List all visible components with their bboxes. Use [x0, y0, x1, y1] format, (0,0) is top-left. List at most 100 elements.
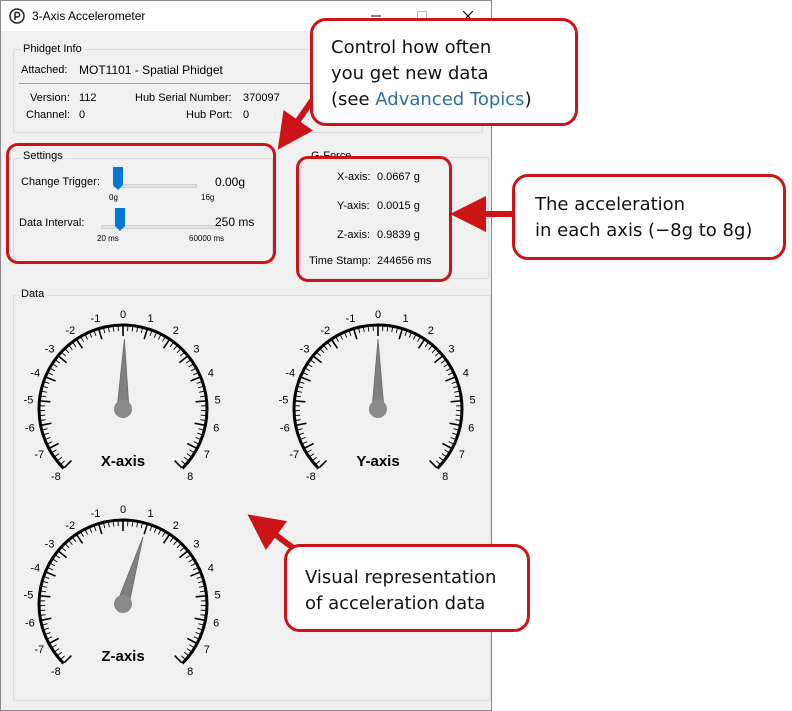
- info-separator: [19, 83, 481, 84]
- gauge-tick-label: -5: [279, 395, 289, 407]
- gauge-minor-tick: [298, 432, 304, 436]
- gauge-tick-label: -8: [51, 471, 61, 481]
- gauge-minor-tick: [176, 543, 181, 549]
- gauge-major-tick: [63, 655, 72, 664]
- gauge-minor-tick: [181, 460, 186, 465]
- gauge-minor-tick: [42, 428, 48, 431]
- advanced-topics-link[interactable]: Advanced Topics: [375, 89, 525, 110]
- gauge-minor-tick: [297, 386, 304, 389]
- gauge-minor-tick: [295, 419, 301, 421]
- gauge-minor-tick: [40, 395, 47, 398]
- gauge-major-tick: [98, 524, 103, 535]
- interval-callout-suffix: ): [524, 89, 532, 110]
- attached-value: MOT1101 - Spatial Phidget: [79, 63, 223, 77]
- gauge-minor-tick: [434, 352, 440, 357]
- gauge-minor-tick: [197, 581, 204, 584]
- gauge-major-tick: [194, 617, 205, 621]
- gauge-minor-tick: [162, 532, 166, 537]
- gauge-minor-tick: [199, 585, 205, 588]
- gauge-tick-label: 3: [193, 344, 199, 356]
- gauge-major-tick: [76, 534, 84, 544]
- gauge-tick-label: -5: [24, 395, 34, 407]
- gauge-major-tick: [301, 376, 311, 382]
- gauge-minor-tick: [107, 522, 110, 528]
- gauge-minor-tick: [45, 632, 51, 635]
- gauge-minor-tick: [61, 352, 67, 357]
- change-trigger-slider[interactable]: [113, 167, 123, 190]
- gauge-arc: [292, 323, 464, 470]
- gauge-minor-tick: [55, 359, 61, 364]
- gauge-major-tick: [40, 400, 51, 403]
- gauge-minor-tick: [183, 456, 189, 461]
- gauge-tick-label: 5: [214, 590, 220, 602]
- gauge-minor-tick: [199, 395, 206, 398]
- visual-callout-line1: Visual representation: [305, 567, 497, 588]
- gauge-minor-tick: [43, 627, 49, 631]
- gauge-minor-tick: [452, 432, 458, 436]
- gauge-minor-tick: [55, 554, 61, 559]
- gauge-minor-tick: [89, 527, 93, 533]
- gauge-minor-tick: [316, 352, 322, 357]
- gauge-tick-label: 5: [214, 395, 220, 407]
- gauge-tick-label: -1: [346, 313, 356, 325]
- gauge-minor-tick: [190, 368, 196, 372]
- gauge-minor-tick: [417, 337, 421, 342]
- gauge-minor-tick: [200, 419, 206, 421]
- gauge-tick-label: 8: [187, 666, 193, 676]
- gauge-minor-tick: [47, 441, 53, 445]
- gauge-major-tick: [195, 400, 206, 403]
- gauge-minor-tick: [50, 563, 56, 567]
- gauge-minor-tick: [93, 525, 97, 531]
- gauge-tick-label: 2: [173, 520, 179, 532]
- gauge-major-tick: [178, 355, 188, 364]
- gauge-minor-tick: [60, 655, 65, 660]
- gauge-major-tick: [174, 655, 183, 664]
- gauge-minor-tick: [176, 348, 181, 354]
- gauge-minor-tick: [199, 590, 206, 593]
- data-interval-value: 250 ms: [215, 215, 255, 229]
- minimize-icon: [371, 15, 381, 17]
- gauge-minor-tick: [140, 328, 143, 334]
- gauge-major-tick: [449, 422, 460, 426]
- gauge-major-tick: [41, 422, 52, 426]
- gauge-tick-label: -7: [34, 644, 44, 656]
- channel-value: 0: [79, 109, 86, 121]
- gauge-minor-tick: [454, 395, 461, 398]
- gauge-minor-tick: [323, 345, 328, 350]
- gauge-minor-tick: [307, 363, 313, 368]
- minimize-button[interactable]: [353, 1, 399, 31]
- gauge-minor-tick: [84, 529, 88, 535]
- phidget-info-legend: Phidget Info: [21, 43, 84, 55]
- gauge-minor-tick: [404, 330, 408, 336]
- data-interval-max: 60000 ms: [189, 234, 225, 243]
- acceleration-callout-line2: in each axis (−8g to 8g): [535, 220, 753, 241]
- gauge-minor-tick: [189, 644, 195, 648]
- gauge-minor-tick: [358, 328, 361, 334]
- gauge-title: Y-axis: [356, 453, 399, 470]
- gauge-minor-tick: [447, 372, 453, 376]
- gauge-minor-tick: [193, 636, 199, 640]
- gauge-minor-tick: [428, 345, 433, 350]
- gauge-minor-tick: [84, 334, 88, 340]
- interval-callout-line2: you get new data: [331, 63, 489, 84]
- gauge-minor-tick: [52, 363, 58, 368]
- gauge-minor-tick: [42, 623, 48, 626]
- gauge-tick-label: 8: [442, 471, 448, 481]
- gauge-minor-tick: [72, 537, 77, 543]
- x-axis-value: 0.0667 g: [377, 171, 420, 183]
- gauge-minor-tick: [41, 585, 47, 588]
- change-trigger-value: 0.00g: [215, 175, 246, 189]
- gauge-minor-tick: [196, 576, 202, 579]
- gauge-minor-tick: [89, 332, 93, 338]
- gauge-minor-tick: [362, 327, 365, 333]
- gauge-minor-tick: [185, 359, 191, 364]
- gauge-minor-tick: [195, 437, 201, 440]
- acceleration-callout: The acceleration in each axis (−8g to 8g…: [512, 174, 786, 260]
- gauge-tick-label: 6: [213, 618, 219, 630]
- data-interval-slider[interactable]: [115, 208, 125, 231]
- gauge-minor-tick: [299, 381, 305, 384]
- gauge-minor-tick: [295, 395, 302, 398]
- gauge-minor-tick: [60, 460, 65, 465]
- visual-callout: Visual representation of acceleration da…: [284, 544, 530, 632]
- gauge-tick-label: 2: [173, 325, 179, 337]
